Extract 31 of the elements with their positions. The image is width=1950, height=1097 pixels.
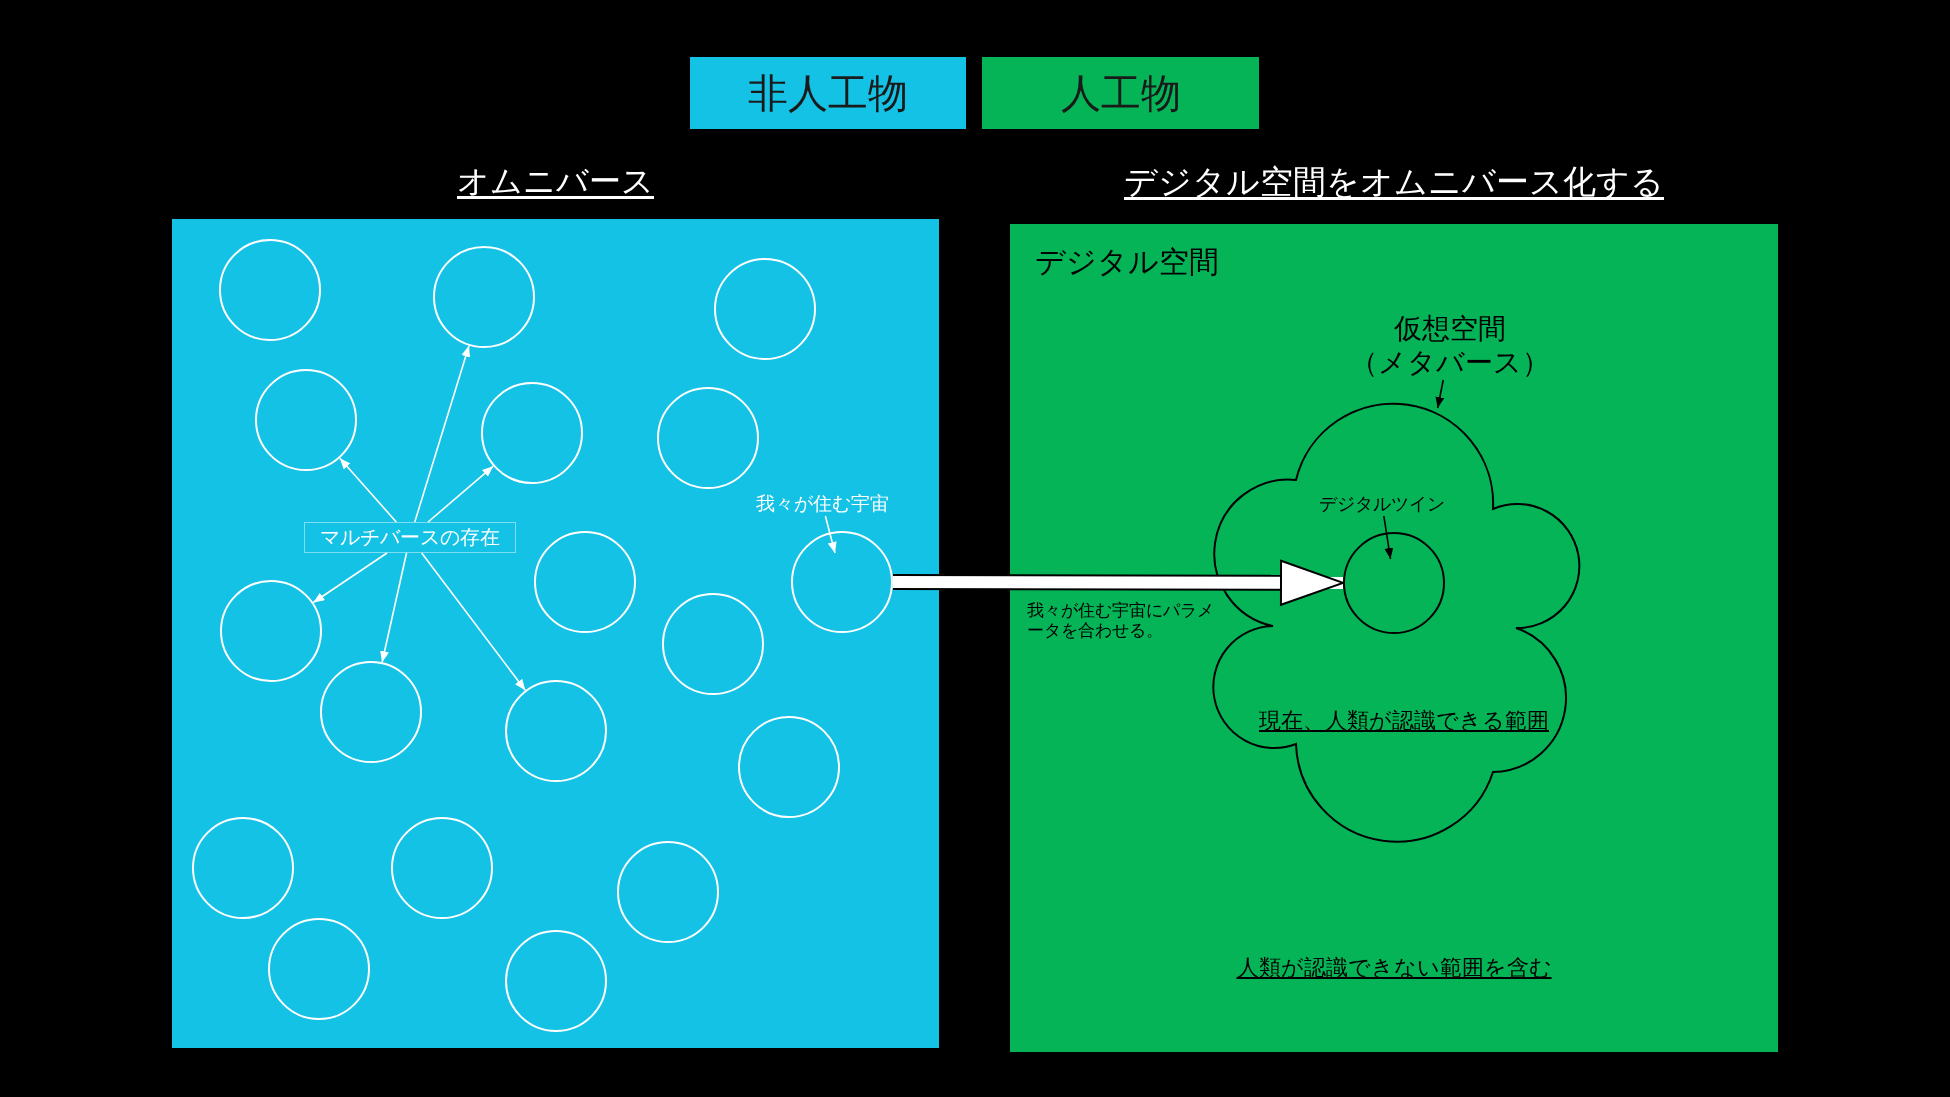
- circle: [505, 930, 607, 1032]
- note-text: 人類が認識できない範囲を含む: [1235, 955, 1553, 982]
- annotation-text: デジタルツイン: [1307, 492, 1457, 516]
- panel-heading: デジタル空間をオムニバース化する: [1123, 162, 1665, 202]
- circle: [617, 841, 719, 943]
- circle: [219, 239, 321, 341]
- legend-label: 人工物: [1059, 69, 1182, 118]
- circle: [505, 680, 607, 782]
- circle: [255, 369, 357, 471]
- note-text: 現在、人類が認識できる範囲: [1258, 708, 1550, 735]
- annotation-text: 仮想空間: [1393, 312, 1507, 346]
- circle: [391, 817, 493, 919]
- circle: [268, 918, 370, 1020]
- label-box: マルチバースの存在: [304, 522, 516, 553]
- circle: [220, 580, 322, 682]
- circle: [433, 246, 535, 348]
- circle: [320, 661, 422, 763]
- legend-label: 非人工物: [747, 69, 909, 118]
- circle: [662, 593, 764, 695]
- circle: [481, 382, 583, 484]
- panel-label: デジタル空間: [1035, 244, 1220, 280]
- circle: [192, 817, 294, 919]
- circle: [791, 531, 893, 633]
- circle: [1343, 532, 1445, 634]
- panel-heading: オムニバース: [456, 162, 655, 201]
- annotation-text: 我々が住む宇宙: [737, 490, 907, 516]
- circle: [534, 531, 636, 633]
- circle: [657, 387, 759, 489]
- circle: [738, 716, 840, 818]
- circle: [714, 258, 816, 360]
- annotation-text: （メタバース）: [1349, 345, 1551, 380]
